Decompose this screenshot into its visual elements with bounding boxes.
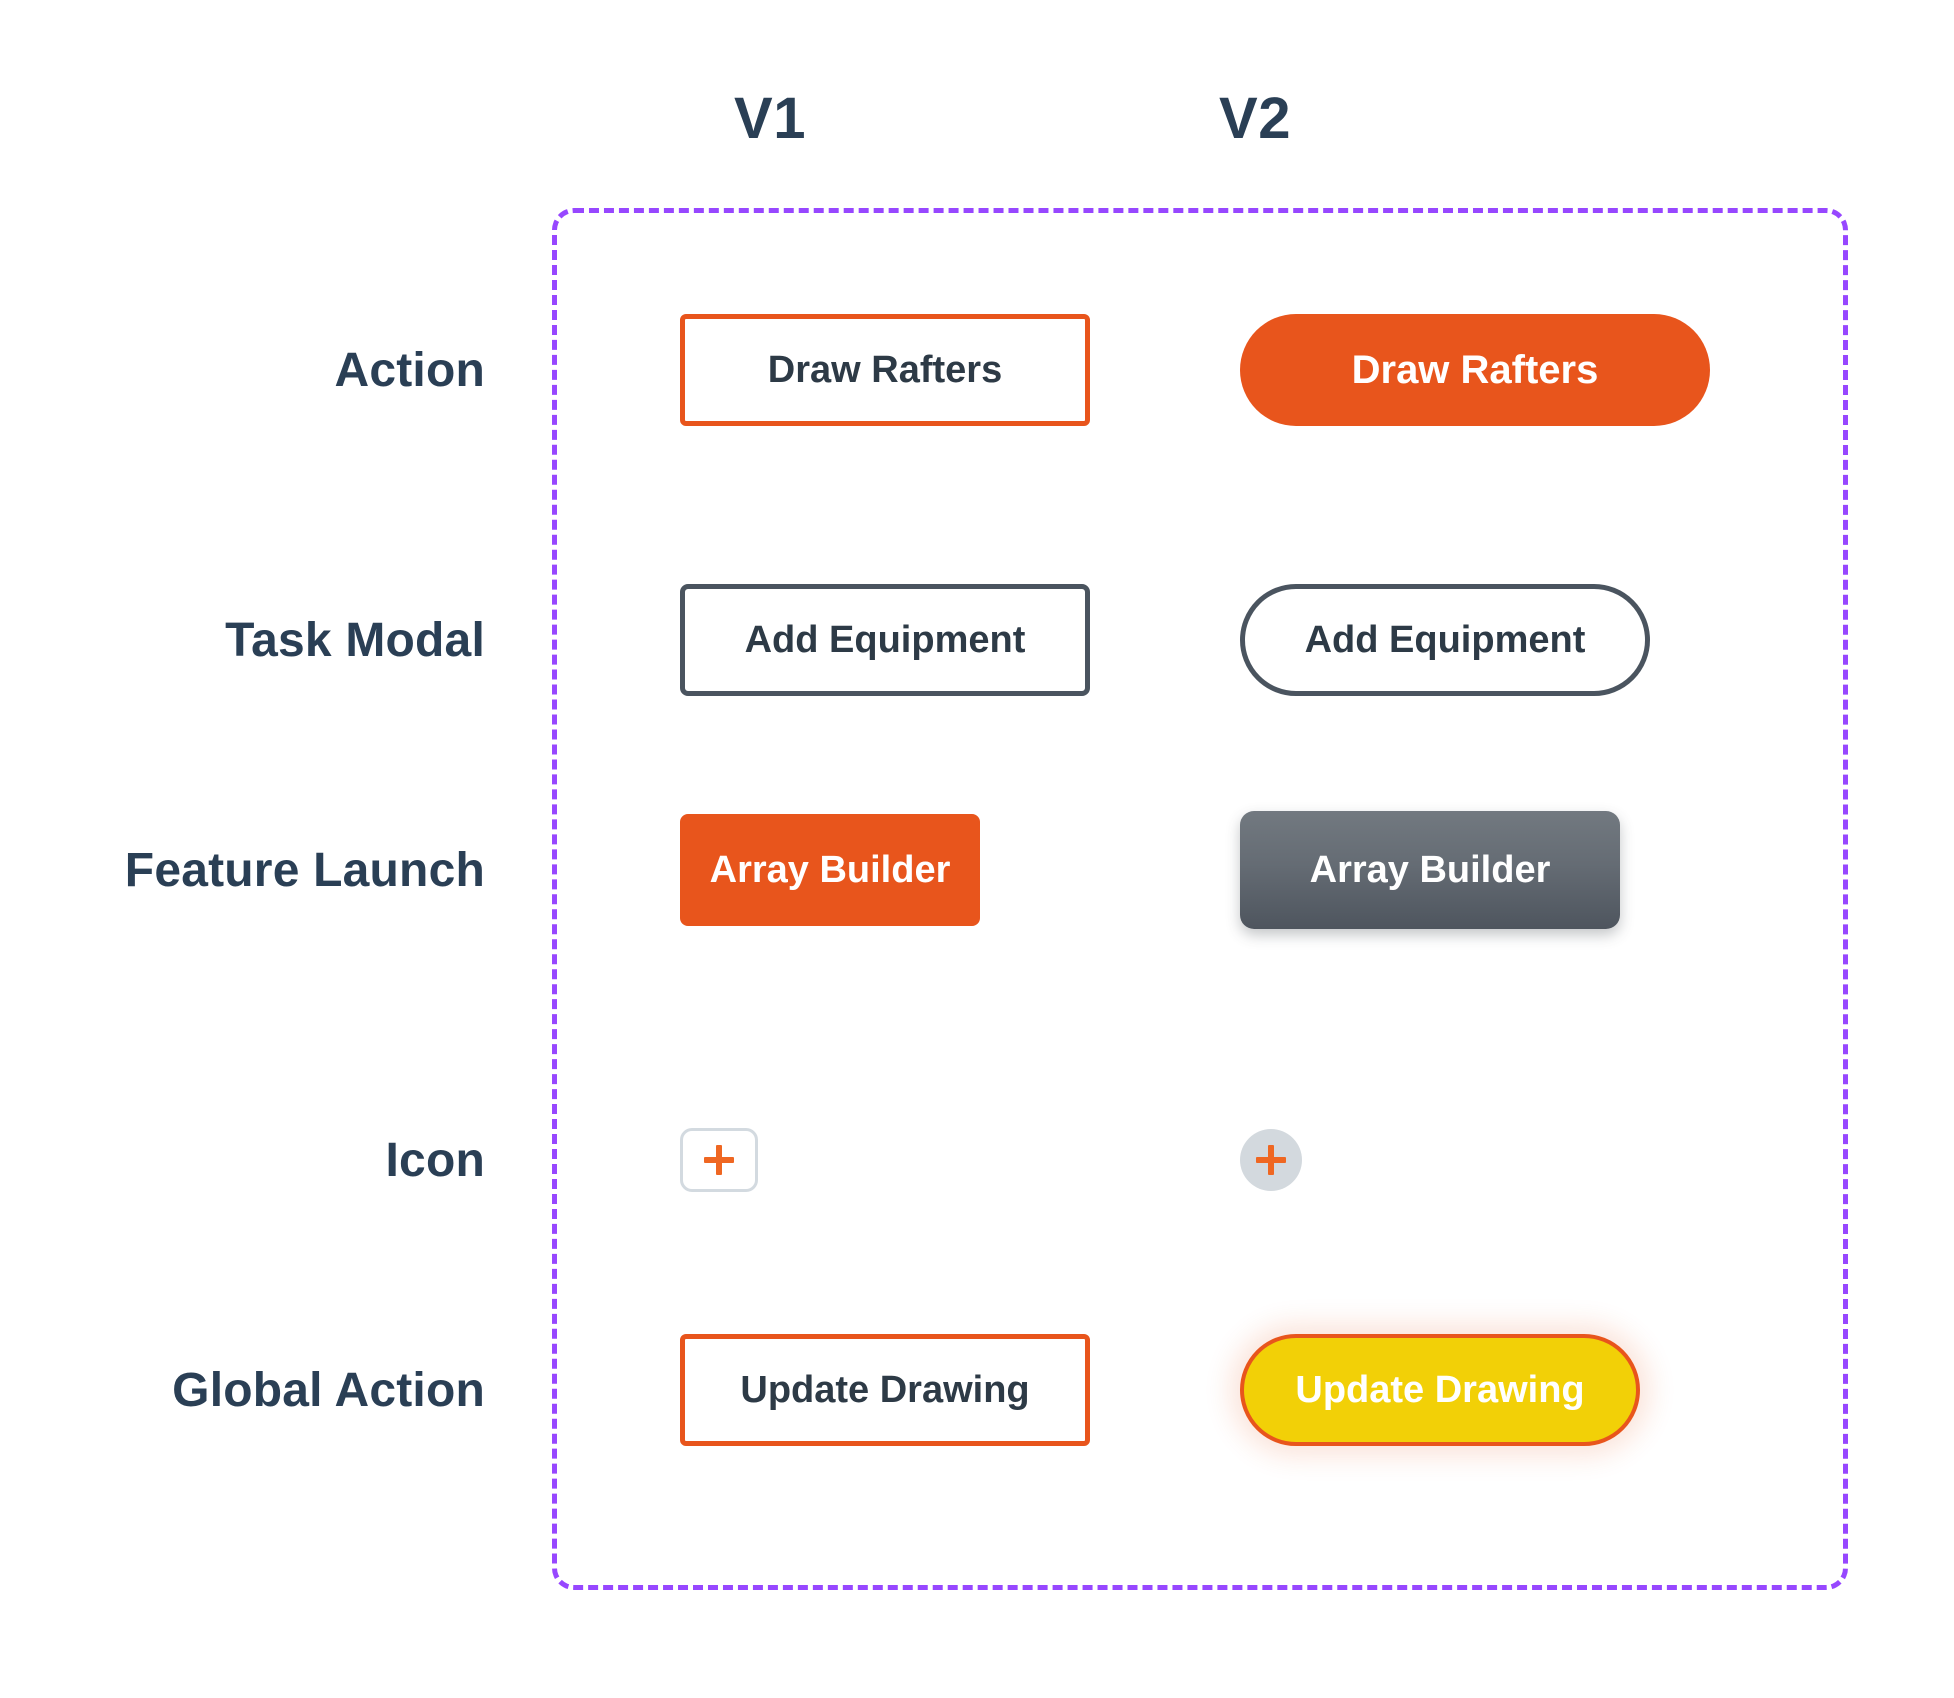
cell-action-v1: Draw Rafters bbox=[680, 314, 1240, 426]
cell-feature-launch-v1: Array Builder bbox=[680, 814, 1240, 926]
draw-rafters-button-v2[interactable]: Draw Rafters bbox=[1240, 314, 1710, 426]
plus-icon-button-v2[interactable] bbox=[1240, 1129, 1302, 1191]
cell-feature-launch-v2: Array Builder bbox=[1240, 811, 1800, 929]
row-feature-launch: Feature Launch Array Builder Array Build… bbox=[0, 800, 1954, 940]
array-builder-button-v2[interactable]: Array Builder bbox=[1240, 811, 1620, 929]
cell-icon-v2 bbox=[1240, 1129, 1800, 1191]
row-task-modal: Task Modal Add Equipment Add Equipment bbox=[0, 570, 1954, 710]
row-label-feature-launch: Feature Launch bbox=[124, 843, 485, 897]
row-label-task-modal: Task Modal bbox=[225, 613, 485, 667]
cell-global-action-v2: Update Drawing bbox=[1240, 1334, 1800, 1446]
plus-icon bbox=[1256, 1145, 1286, 1175]
update-drawing-button-v2[interactable]: Update Drawing bbox=[1240, 1334, 1640, 1446]
row-label-icon: Icon bbox=[385, 1133, 485, 1187]
cell-global-action-v1: Update Drawing bbox=[680, 1334, 1240, 1446]
column-header-v1: V1 bbox=[734, 86, 806, 151]
cell-task-modal-v2: Add Equipment bbox=[1240, 584, 1800, 696]
row-action: Action Draw Rafters Draw Rafters bbox=[0, 300, 1954, 440]
cell-icon-v1 bbox=[680, 1128, 1240, 1192]
dashed-selection-frame bbox=[552, 208, 1848, 1590]
row-label-action: Action bbox=[334, 343, 485, 397]
row-icon: Icon bbox=[0, 1090, 1954, 1230]
plus-icon bbox=[704, 1145, 734, 1175]
array-builder-button-v1[interactable]: Array Builder bbox=[680, 814, 980, 926]
cell-task-modal-v1: Add Equipment bbox=[680, 584, 1240, 696]
add-equipment-button-v1[interactable]: Add Equipment bbox=[680, 584, 1090, 696]
row-global-action: Global Action Update Drawing Update Draw… bbox=[0, 1320, 1954, 1460]
update-drawing-button-v1[interactable]: Update Drawing bbox=[680, 1334, 1090, 1446]
column-header-v2: V2 bbox=[1219, 86, 1291, 151]
draw-rafters-button-v1[interactable]: Draw Rafters bbox=[680, 314, 1090, 426]
cell-action-v2: Draw Rafters bbox=[1240, 314, 1800, 426]
row-label-global-action: Global Action bbox=[172, 1363, 485, 1417]
add-equipment-button-v2[interactable]: Add Equipment bbox=[1240, 584, 1650, 696]
plus-icon-button-v1[interactable] bbox=[680, 1128, 758, 1192]
